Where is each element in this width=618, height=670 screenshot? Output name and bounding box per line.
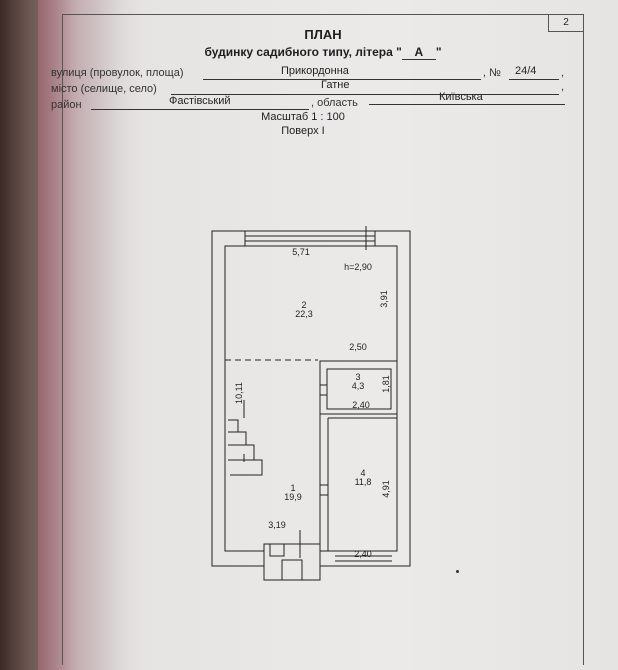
district-underline: [91, 109, 309, 110]
district-value: Фастівський: [169, 95, 231, 107]
floor-label: Поверх І: [281, 125, 325, 137]
oblast-underline: [369, 104, 565, 105]
dim-room4-width: 2,40: [354, 549, 372, 559]
page-number: 2: [548, 14, 584, 32]
room-4-area: 11,8: [355, 477, 372, 487]
dim-room3-width: 2,40: [352, 400, 370, 410]
city-underline: [171, 94, 559, 95]
ink-dot: [456, 570, 459, 573]
number-label: , №: [483, 67, 501, 79]
document-frame: 2 ПЛАН будинку садибного типу, літера "А…: [51, 14, 584, 665]
dim-top-width: 5,71: [292, 247, 310, 257]
dim-room4-depth: 4,91: [381, 480, 391, 498]
outer-wall-left: [211, 230, 264, 567]
city-end: ,: [561, 81, 565, 93]
dim-total-length: 10,11: [234, 382, 244, 404]
document-subtitle: будинку садибного типу, літера "А": [63, 45, 583, 60]
city-label: місто (селище, село): [51, 83, 157, 95]
room-4-number: 4: [360, 468, 365, 478]
street-end: ,: [561, 67, 565, 79]
street-underline: [203, 79, 481, 80]
room-3-number: 3: [355, 372, 360, 382]
dim-corridor-width: 2,50: [349, 342, 367, 352]
room-1-area: 19,9: [284, 492, 302, 502]
room-1-number: 1: [290, 483, 295, 493]
number-underline: [509, 79, 559, 80]
room-2-number: 2: [301, 300, 306, 310]
street-value: Прикордонна: [281, 65, 349, 77]
letter-value: А: [401, 45, 436, 60]
oblast-label: , область: [311, 97, 358, 109]
room-3-area: 4,3: [352, 381, 365, 391]
room-2-area: 22,3: [295, 309, 313, 319]
city-value: Гатне: [321, 79, 350, 91]
street-label: вулиця (провулок, площа): [51, 67, 184, 79]
dim-room2-depth: 3,91: [379, 290, 389, 308]
subtitle-suffix: ": [435, 45, 442, 59]
room-3-inner: [326, 368, 392, 410]
district-label: район: [51, 99, 82, 111]
room-3-walls: [319, 360, 398, 415]
dim-room1-width: 3,19: [268, 520, 286, 530]
entrance-porch: [263, 543, 321, 581]
inner-wall-left: [224, 245, 264, 552]
scale-label: Масштаб 1 : 100: [261, 111, 345, 123]
oblast-value: Київська: [439, 91, 483, 103]
dim-height: h=2,90: [344, 262, 372, 272]
subtitle-prefix: будинку садибного типу, літера ": [204, 45, 402, 59]
stairs: [228, 419, 263, 476]
dim-room3-depth: 1,81: [381, 375, 391, 393]
document-title: ПЛАН: [304, 27, 342, 42]
document-sheet: [38, 0, 618, 670]
house-number: 24/4: [515, 65, 537, 77]
